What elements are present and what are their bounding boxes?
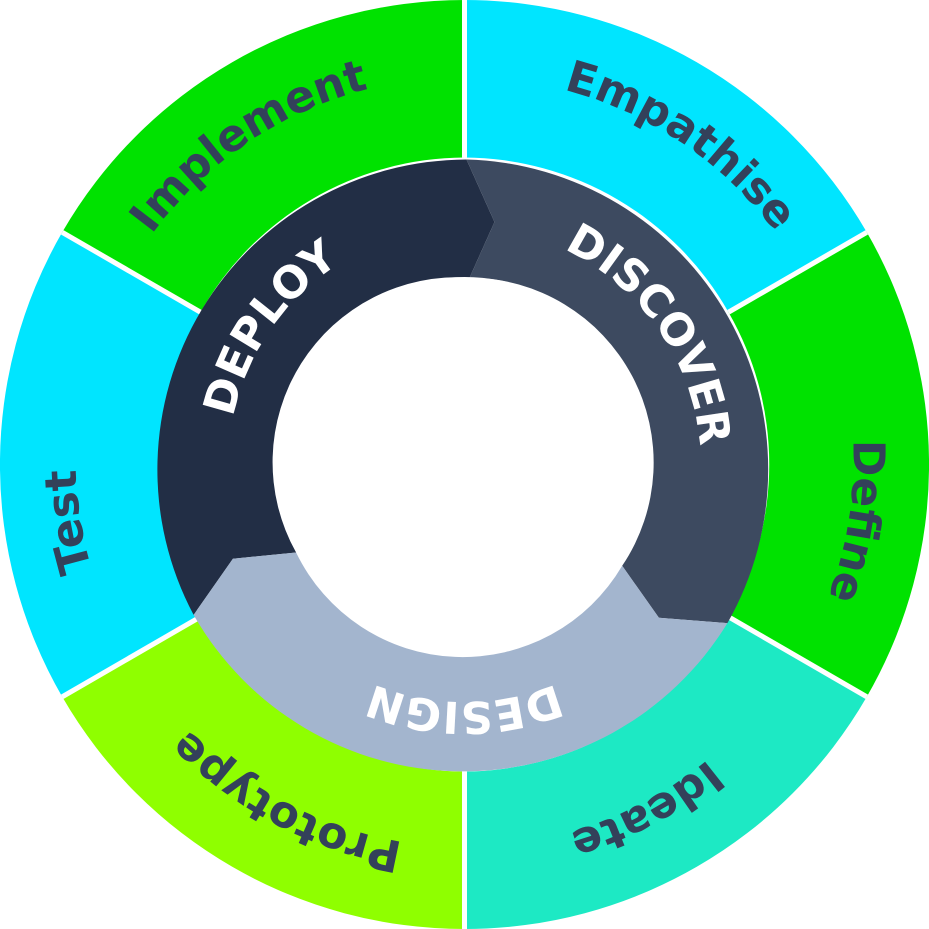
prototype-segment [62, 616, 465, 929]
separator-line [60, 614, 202, 699]
implement-segment [62, 0, 465, 313]
empathise-segment [464, 0, 867, 313]
separator-line [60, 230, 202, 315]
center-circle [279, 277, 650, 647]
discover-segment [466, 159, 769, 624]
separator-line [727, 614, 869, 699]
separator-line [727, 230, 869, 315]
design-segment [193, 552, 728, 772]
test-segment [0, 232, 201, 697]
ideate-segment [464, 616, 867, 929]
deploy-segment [157, 159, 495, 615]
inner-ring [157, 159, 769, 772]
outer-separators [60, 0, 869, 929]
define-segment [728, 232, 929, 697]
